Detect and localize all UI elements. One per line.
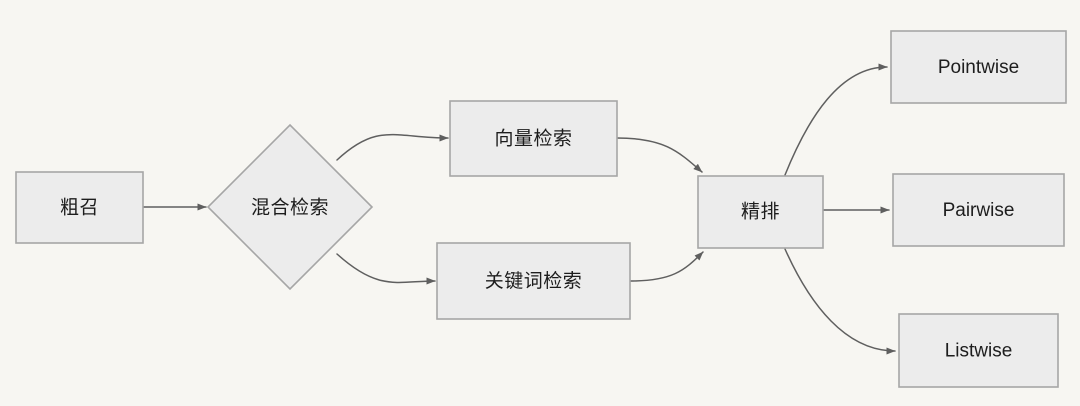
edge-fine-ranking-to-pointwise (784, 63, 888, 176)
node-hybrid-retrieval-label: 混合检索 (251, 197, 329, 219)
node-pairwise[interactable]: Pairwise (892, 173, 1065, 247)
node-fine-ranking[interactable]: 精排 (697, 175, 824, 249)
edge-keyword-retrieval-to-fine-ranking (629, 251, 704, 282)
node-pairwise-shape[interactable] (892, 173, 1065, 247)
node-pointwise[interactable]: Pointwise (890, 30, 1067, 104)
node-keyword-retrieval-label: 关键词检索 (485, 270, 583, 292)
node-listwise-shape[interactable] (898, 313, 1059, 388)
node-coarse-recall[interactable]: 粗召 (15, 171, 144, 244)
node-vector-retrieval[interactable]: 向量检索 (449, 100, 618, 177)
node-hybrid-retrieval[interactable]: 混合检索 (206, 123, 374, 291)
node-pointwise-label: Pointwise (938, 57, 1019, 78)
node-fine-ranking-label: 精排 (741, 201, 780, 223)
node-fine-ranking-shape[interactable] (697, 175, 824, 249)
edge-layer (142, 63, 896, 355)
edge-hybrid-retrieval-to-vector-retrieval (336, 133, 449, 161)
edge-fine-ranking-to-listwise (784, 248, 896, 355)
node-vector-retrieval-label: 向量检索 (494, 128, 572, 150)
node-layer: 粗召 混合检索 向量检索 关键词检索 精排 (15, 30, 1067, 388)
edge-vector-retrieval-to-fine-ranking (616, 137, 703, 173)
node-vector-retrieval-shape[interactable] (449, 100, 618, 177)
node-keyword-retrieval[interactable]: 关键词检索 (436, 242, 631, 320)
node-pointwise-shape[interactable] (890, 30, 1067, 104)
node-coarse-recall-shape[interactable] (15, 171, 144, 244)
node-keyword-retrieval-shape[interactable] (436, 242, 631, 320)
node-hybrid-retrieval-shape[interactable] (206, 123, 374, 291)
node-listwise-label: Listwise (945, 341, 1013, 362)
node-coarse-recall-label: 粗召 (60, 197, 99, 219)
edge-hybrid-retrieval-to-keyword-retrieval (336, 253, 436, 285)
node-listwise[interactable]: Listwise (898, 313, 1059, 388)
node-pairwise-label: Pairwise (943, 200, 1015, 221)
